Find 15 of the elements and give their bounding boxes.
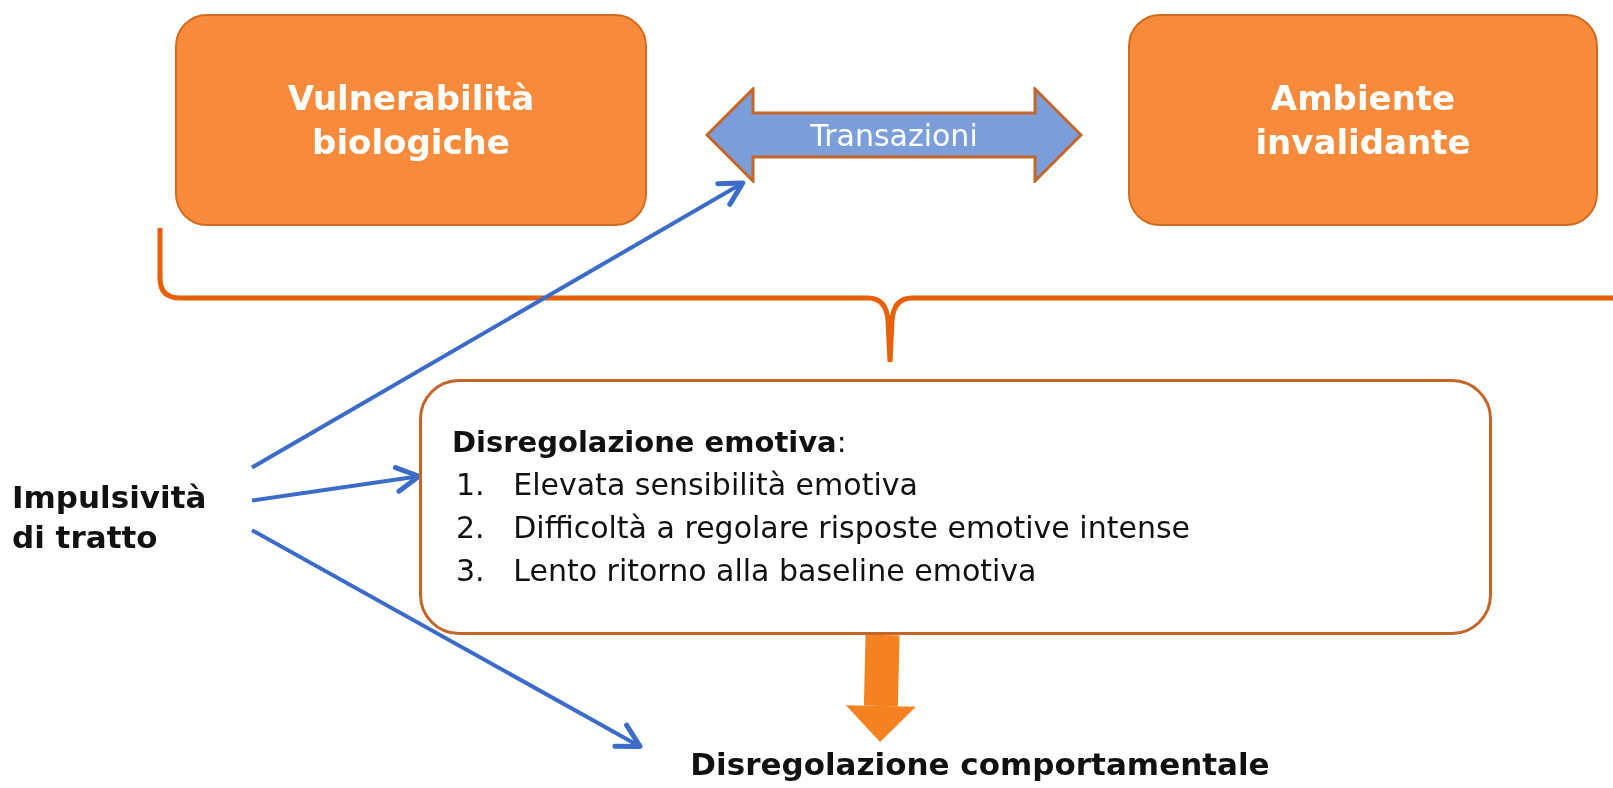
process-box: [175, 14, 647, 226]
process-box: [1128, 14, 1598, 226]
arrow-label: Transazioni: [810, 117, 978, 153]
arrow: [845, 634, 916, 742]
panel-heading: Disregolazione emotiva:: [452, 424, 848, 461]
arrow: [251, 528, 643, 749]
box-title: Ambiente invalidante: [1254, 76, 1472, 164]
node-label: Impulsività di tratto: [12, 477, 208, 557]
list-item: 1. Elevata sensibilità emotiva: [455, 465, 919, 504]
list-item: 2. Difficoltà a regolare risposte emotive intense: [455, 508, 1191, 547]
arrow: [251, 180, 746, 470]
box-title: Vulnerabilità biologiche: [286, 76, 536, 164]
node-label: Disregolazione comportamentale: [689, 744, 1271, 784]
list-panel: [419, 379, 1492, 635]
list-item: 3. Lento ritorno alla baseline emotiva: [455, 551, 1038, 590]
